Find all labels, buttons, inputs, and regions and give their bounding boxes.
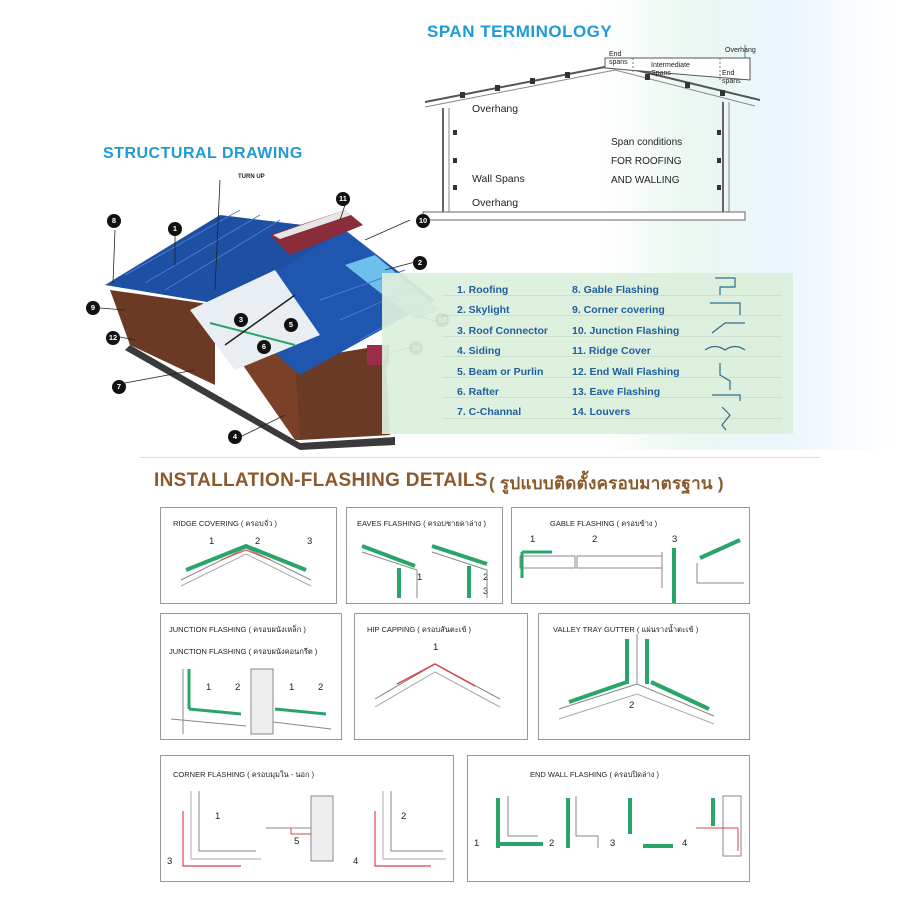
junction-flashing-label-steel: JUNCTION FLASHING ( ครอบผนังเหล็ก ) [169,625,306,634]
ridge-covering-box: RIDGE COVERING ( ครอบจั่ว ) 1 2 3 [160,507,337,604]
legend-item-end-wall-flashing: 12. End Wall Flashing [572,366,680,378]
callout-10: 10 [416,214,430,228]
legend-item-louvers: 14. Louvers [572,406,631,418]
legend-item-ridge-cover: 11. Ridge Cover [572,345,651,357]
callout-1: 1 [168,222,182,236]
junction-num-2b: 2 [318,682,324,693]
hip-num-1: 1 [433,642,439,653]
callout-8: 8 [107,214,121,228]
junction-flashing-label-concrete: JUNCTION FLASHING ( ครอบผนังคอนกรีต ) [169,647,318,656]
hip-capping-label: HIP CAPPING ( ครอบสันตะเข้ ) [367,625,472,634]
corner-flashing-box: CORNER FLASHING ( ครอบมุมใน - นอก ) 1 2 … [160,755,454,882]
flashing-profiles-icon [704,277,746,431]
valley-tray-gutter-drawing [558,634,715,725]
corner-flashing-drawing [182,791,446,867]
installation-title-thai: ( รูปแบบติดตั้งครอบมาตรฐาน ) [489,474,724,493]
callout-11: 11 [336,192,350,206]
callout-9: 9 [86,301,100,315]
eaves-num-2: 2 [483,572,489,583]
ridge-num-2: 2 [255,536,261,547]
callout-2: 2 [413,256,427,270]
corner-flashing-label: CORNER FLASHING ( ครอบมุมใน - นอก ) [173,770,315,779]
legend-item-skylight: 2. Skylight [457,304,510,316]
gable-flashing-drawing [519,538,744,603]
turn-up-label: TURN UP [238,174,265,180]
endwall-num-3: 3 [610,838,616,849]
legend-item-siding: 4. Siding [457,345,501,357]
overhang-tag-label: Overhang [725,47,756,54]
gable-num-2: 2 [592,534,598,545]
callout-12: 12 [106,331,120,345]
wall-spans-label: Wall Spans [472,173,525,185]
span-terminology-diagram [422,45,760,221]
ridge-num-1: 1 [209,536,215,547]
legend-item-roof-connector: 3. Roof Connector [457,325,548,337]
callout-3: 3 [234,313,248,327]
endwall-num-1: 1 [474,838,480,849]
span-conditions-line2: FOR ROOFING [611,156,682,167]
structural-drawing-title: STRUCTURAL DRAWING [103,145,303,162]
eaves-num-1: 1 [417,572,423,583]
junction-num-1b: 1 [289,682,295,693]
endwall-num-2: 2 [549,838,555,849]
span-conditions-line3: AND WALLING [611,175,680,186]
junction-num-2a: 2 [235,682,241,693]
gable-flashing-box: GABLE FLASHING ( ครอบข้าง ) 1 2 3 [511,507,750,604]
callout-4: 4 [228,430,242,444]
end-wall-flashing-box: END WALL FLASHING ( ครอบปิดล่าง ) 1 2 3 … [467,755,750,882]
legend-item-corner-covering: 9. Corner covering [572,304,665,316]
eaves-num-3: 3 [483,586,489,597]
hip-capping-box: HIP CAPPING ( ครอบสันตะเข้ ) 1 [354,613,528,740]
callout-6: 6 [257,340,271,354]
corner-num-4: 4 [353,856,359,867]
gable-num-1: 1 [530,534,536,545]
junction-flashing-drawing [170,668,332,735]
hip-capping-drawing [374,663,501,708]
span-terminology-title: SPAN TERMINOLOGY [427,22,613,41]
corner-num-3: 3 [167,856,173,867]
overhang-bottom-label: Overhang [472,197,519,209]
legend-item-eave-flashing: 13. Eave Flashing [572,386,661,398]
end-wall-flashing-label: END WALL FLASHING ( ครอบปิดล่าง ) [530,770,660,779]
corner-num-2: 2 [401,811,407,822]
junction-num-1a: 1 [206,682,212,693]
corner-num-5: 5 [294,836,300,847]
legend-item-junction-flashing: 10. Junction Flashing [572,325,680,337]
section-divider [140,457,820,458]
junction-flashing-box: JUNCTION FLASHING ( ครอบผนังเหล็ก ) JUNC… [160,613,342,740]
legend-item-c-channal: 7. C-Channal [457,406,522,418]
legend-item-gable-flashing: 8. Gable Flashing [572,284,659,296]
ridge-num-3: 3 [307,536,313,547]
valley-tray-gutter-box: VALLEY TRAY GUTTER ( แผ่นรางน้ำตะเข้ ) 2 [538,613,750,740]
legend-item-rafter: 6. Rafter [457,386,500,398]
installation-title: INSTALLATION-FLASHING DETAILS [154,470,488,491]
eaves-flashing-label: EAVES FLASHING ( ครอบชายคาล่าง ) [357,519,486,528]
valley-tray-gutter-label: VALLEY TRAY GUTTER ( แผ่นรางน้ำตะเข้ ) [553,625,699,634]
ridge-covering-drawing [180,543,312,587]
legend-item-beam-purlin: 5. Beam or Purlin [457,366,544,378]
gable-num-3: 3 [672,534,678,545]
callout-5: 5 [284,318,298,332]
end-wall-flashing-drawing [496,795,742,857]
endwall-num-4: 4 [682,838,688,849]
span-conditions-line1: Span conditions [611,137,683,148]
ridge-covering-label: RIDGE COVERING ( ครอบจั่ว ) [173,519,278,528]
eaves-flashing-drawing [361,544,488,598]
eaves-flashing-box: EAVES FLASHING ( ครอบชายคาล่าง ) 1 2 3 [346,507,503,604]
legend-item-roofing: 1. Roofing [457,284,509,296]
overhang-top-label: Overhang [472,103,519,115]
gable-flashing-label: GABLE FLASHING ( ครอบข้าง ) [550,519,658,528]
valley-num-2: 2 [629,700,635,711]
legend-panel [382,273,793,434]
corner-num-1: 1 [215,811,221,822]
callout-7: 7 [112,380,126,394]
